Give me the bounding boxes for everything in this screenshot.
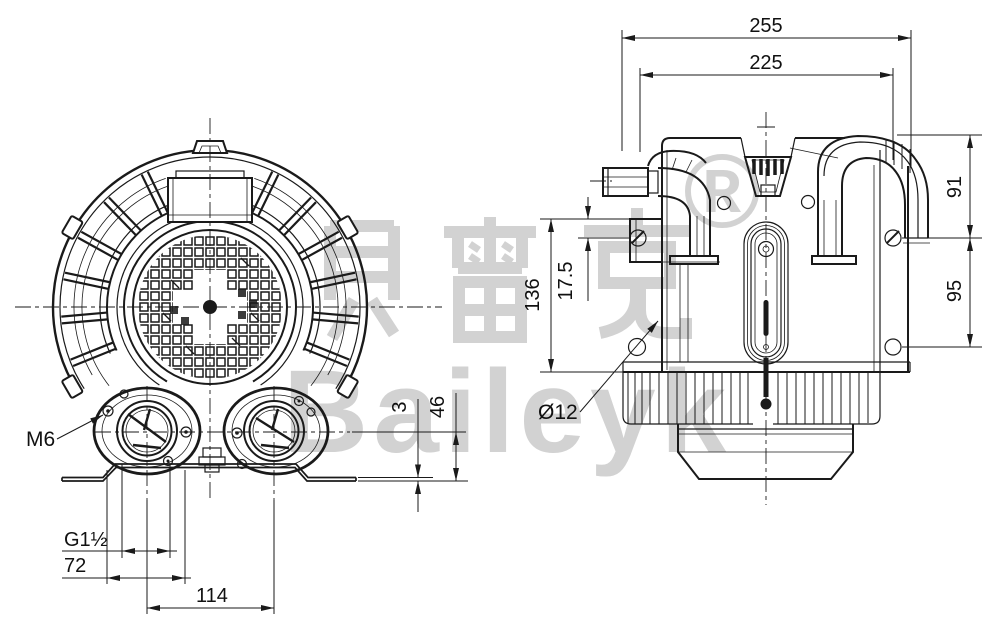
dim-17-5: 17.5 [555,197,630,301]
dim-label-95: 95 [944,280,966,302]
dim-label-3: 3 [389,401,411,412]
dim-label-46: 46 [427,396,449,418]
body-screws-holes [629,194,902,356]
dim-label-114: 114 [196,585,228,607]
watermark-cn-char-ke [584,208,692,339]
dim-label-255: 255 [749,15,782,37]
centerlines [15,112,775,505]
dim-overall-width: 255 [621,15,912,167]
screw-right [884,229,902,247]
watermark-cn-char-lei [444,217,536,343]
end-cap-cup [677,424,854,480]
dim-136: 136 [522,218,656,373]
dim-label-m6: M6 [26,428,55,451]
dimensions: 255 225 91 95 136 17.5 [26,15,982,614]
motor-fins [622,372,881,425]
left-elbow-port [602,149,719,265]
watermark-registered-icon: ® [683,133,760,250]
dim-91-95: 91 95 [897,134,982,348]
watermark: Baileyk ® [283,133,761,478]
dim-inner-width: 225 [639,52,894,160]
dim-114: 114 [146,500,275,614]
dim-label-72: 72 [64,555,86,577]
dim-m6: M6 [26,414,104,451]
dim-label-dia12: Ø12 [538,401,578,424]
impeller-through-port-right [255,408,295,450]
hole-right [884,338,902,356]
dim-label-g-thread: G1½ [64,529,108,551]
bottom-bracket [198,447,226,473]
dim-g-thread: G1½ [62,464,177,558]
dim-3-46: 3 46 [352,393,468,512]
top-funnel [740,137,796,197]
dim-dia12: Ø12 [538,320,659,424]
dim-label-136: 136 [522,278,544,311]
watermark-latin-text: Baileyk [283,346,731,478]
dim-72: 72 [62,470,191,584]
dim-label-225: 225 [749,52,782,74]
housing-spokes [61,171,359,367]
dim-label-91: 91 [944,176,966,198]
dim-label-17-5: 17.5 [555,262,577,301]
right-elbow-port [811,134,930,265]
